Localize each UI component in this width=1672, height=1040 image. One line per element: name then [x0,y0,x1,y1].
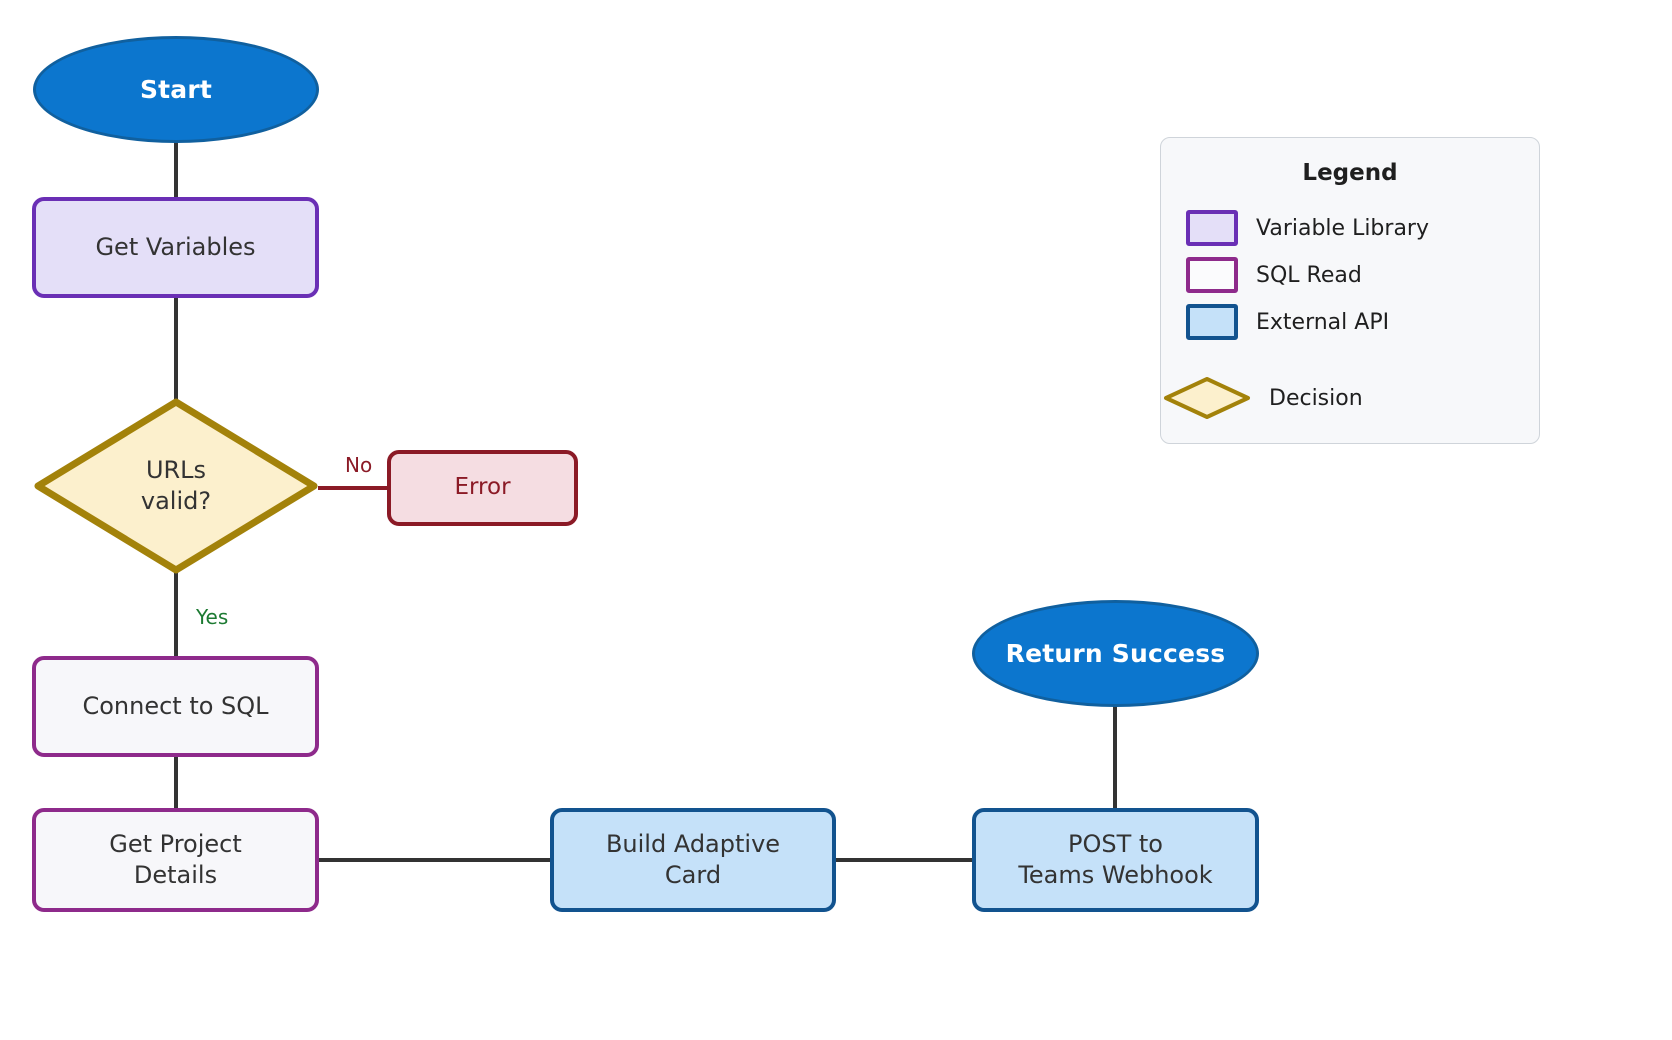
node-build-adaptive-card-label: Build Adaptive Card [605,830,781,889]
legend-item-decision: Decision [1163,376,1363,420]
legend-label-variable-library: Variable Library [1256,215,1429,241]
edge-get-project-to-build-card [316,858,552,862]
legend-label-external-api: External API [1256,309,1390,335]
edge-label-yes: Yes [196,605,229,629]
edge-label-no: No [345,453,373,477]
legend-swatch-decision-icon [1163,376,1251,420]
edge-urls-valid-to-connect-sql [174,572,178,658]
edge-urls-valid-to-error [318,486,390,490]
node-post-to-teams-webhook[interactable]: POST to Teams Webhook [972,808,1259,912]
edge-build-card-to-post-teams [834,858,976,862]
legend-item-variable-library: Variable Library [1186,210,1429,246]
node-return-success-label: Return Success [1005,638,1226,668]
node-get-variables[interactable]: Get Variables [32,197,319,298]
node-error-label: Error [454,474,511,501]
node-get-variables-label: Get Variables [95,233,256,262]
edge-start-to-get-variables [174,140,178,200]
decision-diamond-shape [34,398,318,574]
node-start-label: Start [139,74,213,104]
legend-item-external-api: External API [1186,304,1389,340]
legend-swatch-variable-library-icon [1186,210,1238,246]
legend-swatch-external-api-icon [1186,304,1238,340]
node-connect-to-sql-label: Connect to SQL [82,692,269,721]
legend-label-decision: Decision [1269,385,1363,411]
node-start[interactable]: Start [33,36,319,143]
edge-get-variables-to-urls-valid [174,296,178,400]
node-return-success[interactable]: Return Success [972,600,1259,707]
node-get-project-details-label: Get Project Details [109,830,242,889]
node-urls-valid[interactable]: URLs valid? [32,396,320,576]
legend-label-sql-read: SQL Read [1256,262,1362,288]
legend-item-sql-read: SQL Read [1186,257,1362,293]
edge-connect-sql-to-get-project [174,755,178,808]
legend-title: Legend [1302,160,1398,186]
node-get-project-details[interactable]: Get Project Details [32,808,319,912]
legend-swatch-sql-read-icon [1186,257,1238,293]
node-connect-to-sql[interactable]: Connect to SQL [32,656,319,757]
legend-panel: Legend Variable Library SQL Read Externa… [1160,137,1540,444]
node-error[interactable]: Error [387,450,578,526]
edge-post-teams-to-return-success [1113,700,1117,810]
node-post-to-teams-webhook-label: POST to Teams Webhook [1018,830,1213,889]
node-build-adaptive-card[interactable]: Build Adaptive Card [550,808,836,912]
node-urls-valid-label: URLs valid? [140,456,212,515]
